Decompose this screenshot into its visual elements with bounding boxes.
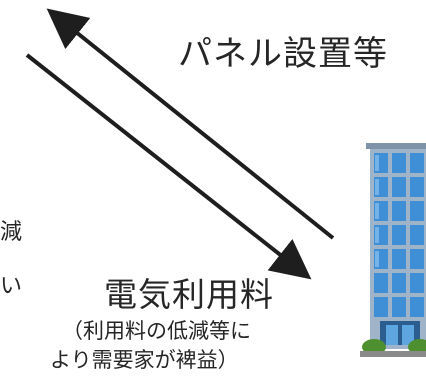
fee-note-line2: より需要家が裨益） — [50, 348, 239, 372]
arrow-to-bottom-right — [25, 53, 312, 280]
electricity-fee-label: 電気利用料 — [104, 275, 274, 314]
cut-text-fragment-2: い — [0, 274, 23, 299]
arrow-to-top-left — [46, 8, 335, 240]
office-building-icon — [360, 143, 426, 357]
cut-text-fragment-1: 減 — [0, 220, 23, 245]
fee-note-line1: （利用料の低減等に — [62, 319, 251, 343]
panel-installation-label: パネル設置等 — [178, 34, 388, 74]
